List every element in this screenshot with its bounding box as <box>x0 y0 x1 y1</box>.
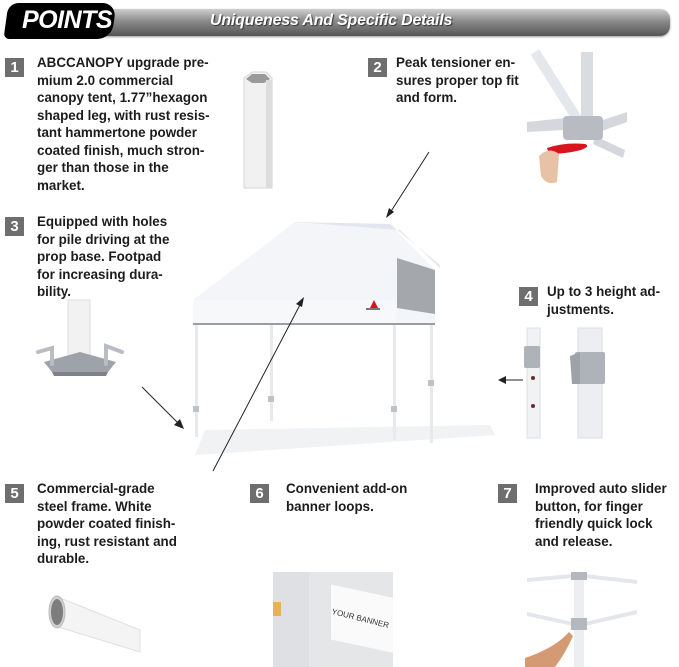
feature-4-description: Up to 3 height ad- justments. <box>547 283 677 318</box>
text-line: mium 2.0 commercial <box>37 72 174 88</box>
text-line: prop base. Footpad <box>37 249 162 264</box>
text-line: Up to 3 height ad- <box>547 284 661 299</box>
text-line: for pile driving at the <box>37 231 170 247</box>
text-line: ing, rust resistant and <box>37 533 177 549</box>
feature-2-number-badge: 2 <box>368 58 387 77</box>
text-line: coated finish, much stron- <box>37 142 205 158</box>
text-line: banner loops. <box>286 498 374 514</box>
header-stripe <box>40 9 670 36</box>
arrow-to-peak <box>386 151 430 218</box>
canopy-side <box>273 572 309 667</box>
text-line: durable. <box>37 551 90 566</box>
text-line: ger than those in the <box>37 160 169 175</box>
text-line: shaped leg, with rust resis- <box>37 107 210 123</box>
text-line: powder coated finish- <box>37 516 176 531</box>
feature-1-number-badge: 1 <box>5 58 24 77</box>
arrow-to-foot <box>141 386 184 429</box>
feature-6-number-badge: 6 <box>250 484 269 503</box>
arrow-to-frame <box>212 297 304 472</box>
feature-1-description: ABCCANOPY upgrade pre- mium 2.0 commerci… <box>37 54 227 194</box>
feature-4-number-badge: 4 <box>519 287 538 306</box>
text-line: Equipped with holes <box>37 214 168 229</box>
text-line: and release. <box>535 533 613 549</box>
text-line: friendly quick lock <box>535 516 653 531</box>
feature-7-number-badge: 7 <box>498 484 517 503</box>
header-banner: POINTS Uniqueness And Specific Details <box>0 2 679 40</box>
text-line: bility. <box>37 284 71 299</box>
text-line: justments. <box>547 301 614 317</box>
feature-2-description: Peak tensioner en- sures proper top fit … <box>396 54 536 107</box>
text-line: steel frame. White <box>37 498 152 514</box>
footpad-image <box>36 299 124 376</box>
text-line: sures proper top fit <box>396 72 519 88</box>
peak-tensioner-image <box>527 49 627 184</box>
text-line: button, for finger <box>535 498 643 514</box>
text-line: ABCCANOPY upgrade pre- <box>37 55 209 70</box>
text-line: Convenient add-on <box>286 481 408 496</box>
text-line: Improved auto slider <box>535 481 667 496</box>
feature-7-description: Improved auto slider button, for finger … <box>535 480 675 550</box>
canopy-tent-image <box>193 222 495 455</box>
header-subtitle: Uniqueness And Specific Details <box>210 12 453 29</box>
auto-slider-image <box>525 572 637 667</box>
text-line: for increasing dura- <box>37 266 163 282</box>
feature-5-number-badge: 5 <box>5 484 24 503</box>
text-line: tant hammertone powder <box>37 125 197 140</box>
text-line: and form. <box>396 90 458 105</box>
points-label: POINTS <box>22 6 113 34</box>
height-adjuster-image <box>498 327 605 439</box>
feature-3-description: Equipped with holes for pile driving at … <box>37 213 197 301</box>
text-line: Peak tensioner en- <box>396 55 516 70</box>
feature-6-description: Convenient add-on banner loops. <box>286 480 456 515</box>
steel-frame-tube-image <box>48 595 141 653</box>
text-line: market. <box>37 177 85 193</box>
text-line: Commercial-grade <box>37 481 155 496</box>
brand-logo-fragment <box>273 602 281 616</box>
feature-3-number-badge: 3 <box>5 217 24 236</box>
banner-loops-image: YOUR BANNER <box>273 572 393 667</box>
hexagon-leg-image <box>243 71 273 189</box>
text-line: canopy tent, 1.77”hexagon <box>37 90 208 105</box>
feature-5-description: Commercial-grade steel frame. White powd… <box>37 480 217 568</box>
